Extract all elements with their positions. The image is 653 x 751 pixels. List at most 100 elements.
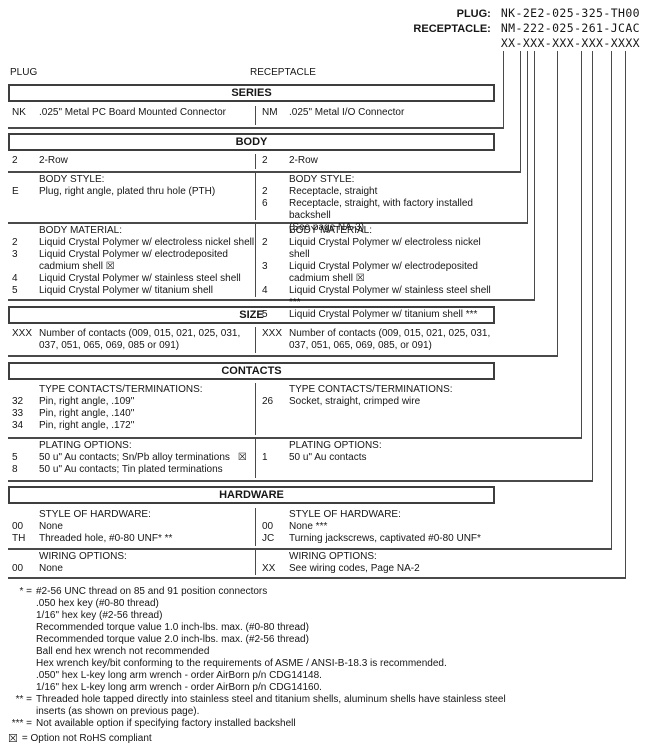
footnote-text: .050" hex L-key long arm wrench - order …: [36, 670, 322, 681]
option-text: Receptacle, straight, with factory insta…: [289, 198, 495, 234]
footnote-marker: [8, 610, 32, 622]
option-text: Number of contacts (009, 015, 021, 025, …: [39, 328, 240, 352]
option-code: NK: [12, 107, 26, 118]
option-text-line: 037, 051, 065, 069, 085, or 091): [289, 340, 432, 351]
option-group-label: STYLE OF HARDWARE:: [289, 509, 401, 520]
option-text-line: Socket, straight, crimped wire: [289, 396, 421, 407]
option-text-line: Liquid Crystal Polymer w/ stainless stee…: [39, 273, 241, 284]
option-text-line: Liquid Crystal Polymer w/ electroless ni…: [289, 237, 481, 260]
option-code: 32: [12, 396, 24, 407]
option-text-line: See wiring codes, Page NA-2: [289, 563, 420, 574]
footnote-line: inserts (as shown on previous page).: [8, 706, 648, 718]
footnote-marker: [8, 646, 32, 658]
option-text-line: Pin, right angle, .109": [39, 396, 135, 407]
option-text-line: Threaded hole, #0-80 UNF* **: [39, 533, 173, 544]
option-code: 2: [262, 186, 268, 197]
footnote-line: * =#2-56 UNC thread on 85 and 91 positio…: [8, 586, 648, 598]
footnote-line: ** =Threaded hole tapped directly into s…: [8, 694, 648, 706]
option-text-line: 50 u" Au contacts: [289, 452, 367, 463]
option-text-line: Number of contacts (009, 015, 021, 025, …: [39, 328, 241, 339]
footnote-text: Recommended torque value 2.0 inch-lbs. m…: [36, 634, 309, 645]
rohs-note-text: = Option not RoHS compliant: [21, 733, 152, 744]
connector-line-3: [8, 51, 528, 224]
option-text: Pin, right angle, .109": [39, 396, 134, 408]
connector-line-4: [8, 51, 535, 301]
option-text-line: Plug, right angle, plated thru hole (PTH…: [39, 186, 216, 197]
option-text-line: Number of contacts (009, 015, 021, 025, …: [289, 328, 491, 339]
footnote-text: inserts (as shown on previous page).: [36, 706, 200, 717]
receptacle-part-number: NM-222-025-261-JCAC: [500, 21, 640, 35]
section-header-hardware: HARDWARE: [8, 486, 495, 504]
option-code: 6: [262, 198, 268, 209]
option-text-line: cadmium shell ☒: [289, 273, 365, 284]
footnote-marker: [8, 658, 32, 670]
option-code: 8: [12, 464, 18, 475]
option-text: 50 u" Au contacts: [289, 452, 367, 464]
option-code: TH: [12, 533, 26, 544]
option-text: Liquid Crystal Polymer w/ electroless ni…: [39, 237, 254, 249]
option-text-line: Liquid Crystal Polymer w/ electroless ni…: [39, 237, 255, 248]
plug-column-label: PLUG: [10, 67, 38, 78]
option-text: Liquid Crystal Polymer w/ electroless ni…: [289, 237, 495, 261]
option-code: XXX: [262, 328, 283, 339]
option-text: .025" Metal PC Board Mounted Connector: [39, 107, 226, 119]
option-text: Socket, straight, crimped wire: [289, 396, 420, 408]
option-group-label: BODY MATERIAL:: [39, 225, 122, 236]
option-code: 5: [12, 285, 18, 296]
connector-line-7: [8, 51, 593, 482]
receptacle-part-number-line: RECEPTACLE: NM-222-025-261-JCAC: [413, 21, 640, 36]
option-text: Turning jackscrews, captivated #0-80 UNF…: [289, 533, 481, 545]
footnote-marker: * =: [19, 586, 32, 597]
option-item: 6 Receptacle, straight, with factory inst…: [262, 198, 495, 234]
row-series: NK .025" Metal PC Board Mounted Connector…: [8, 104, 495, 127]
option-group-label: PLATING OPTIONS:: [289, 440, 382, 451]
option-text: 2-Row: [39, 155, 68, 167]
option-group-label: STYLE OF HARDWARE:: [39, 509, 151, 520]
option-text-line: 2-Row: [39, 155, 68, 166]
row-size: XXX Number of contacts (009, 015, 021, 02…: [8, 325, 495, 355]
option-item: 2 Liquid Crystal Polymer w/ electroless n…: [262, 237, 495, 261]
option-code: NM: [262, 107, 278, 118]
option-code: 2: [262, 155, 268, 166]
footnote-text: Not available option if specifying facto…: [36, 718, 296, 729]
option-text: Liquid Crystal Polymer w/ titanium shell…: [289, 309, 477, 321]
option-code: 34: [12, 420, 24, 431]
footnotes: * =#2-56 UNC thread on 85 and 91 positio…: [8, 586, 648, 730]
not-rohs-icon: ☒: [8, 733, 18, 745]
option-text-line: Turning jackscrews, captivated #0-80 UNF…: [289, 533, 481, 544]
option-text-line: Liquid Crystal Polymer w/ titanium shell: [39, 285, 213, 296]
connector-line-8: [8, 51, 612, 550]
option-text-line: Pin, right angle, .140": [39, 408, 135, 419]
option-code: 2: [12, 237, 18, 248]
option-text: Pin, right angle, .172": [39, 420, 134, 432]
option-code: 2: [262, 237, 268, 248]
option-text: Plug, right angle, plated thru hole (PTH…: [39, 186, 215, 198]
option-text-line: .025" Metal PC Board Mounted Connector: [39, 107, 226, 118]
plug-part-number-line: PLUG: NK-2E2-025-325-TH00: [413, 6, 640, 21]
option-code: 00: [262, 521, 274, 532]
footnote-line: Recommended torque value 1.0 inch-lbs. m…: [8, 622, 648, 634]
footnote-line: *** =Not available option if specifying …: [8, 718, 648, 730]
connector-line-9: [8, 51, 626, 579]
section-header-body: BODY: [8, 133, 495, 151]
option-text: Receptacle, straight: [289, 186, 377, 198]
